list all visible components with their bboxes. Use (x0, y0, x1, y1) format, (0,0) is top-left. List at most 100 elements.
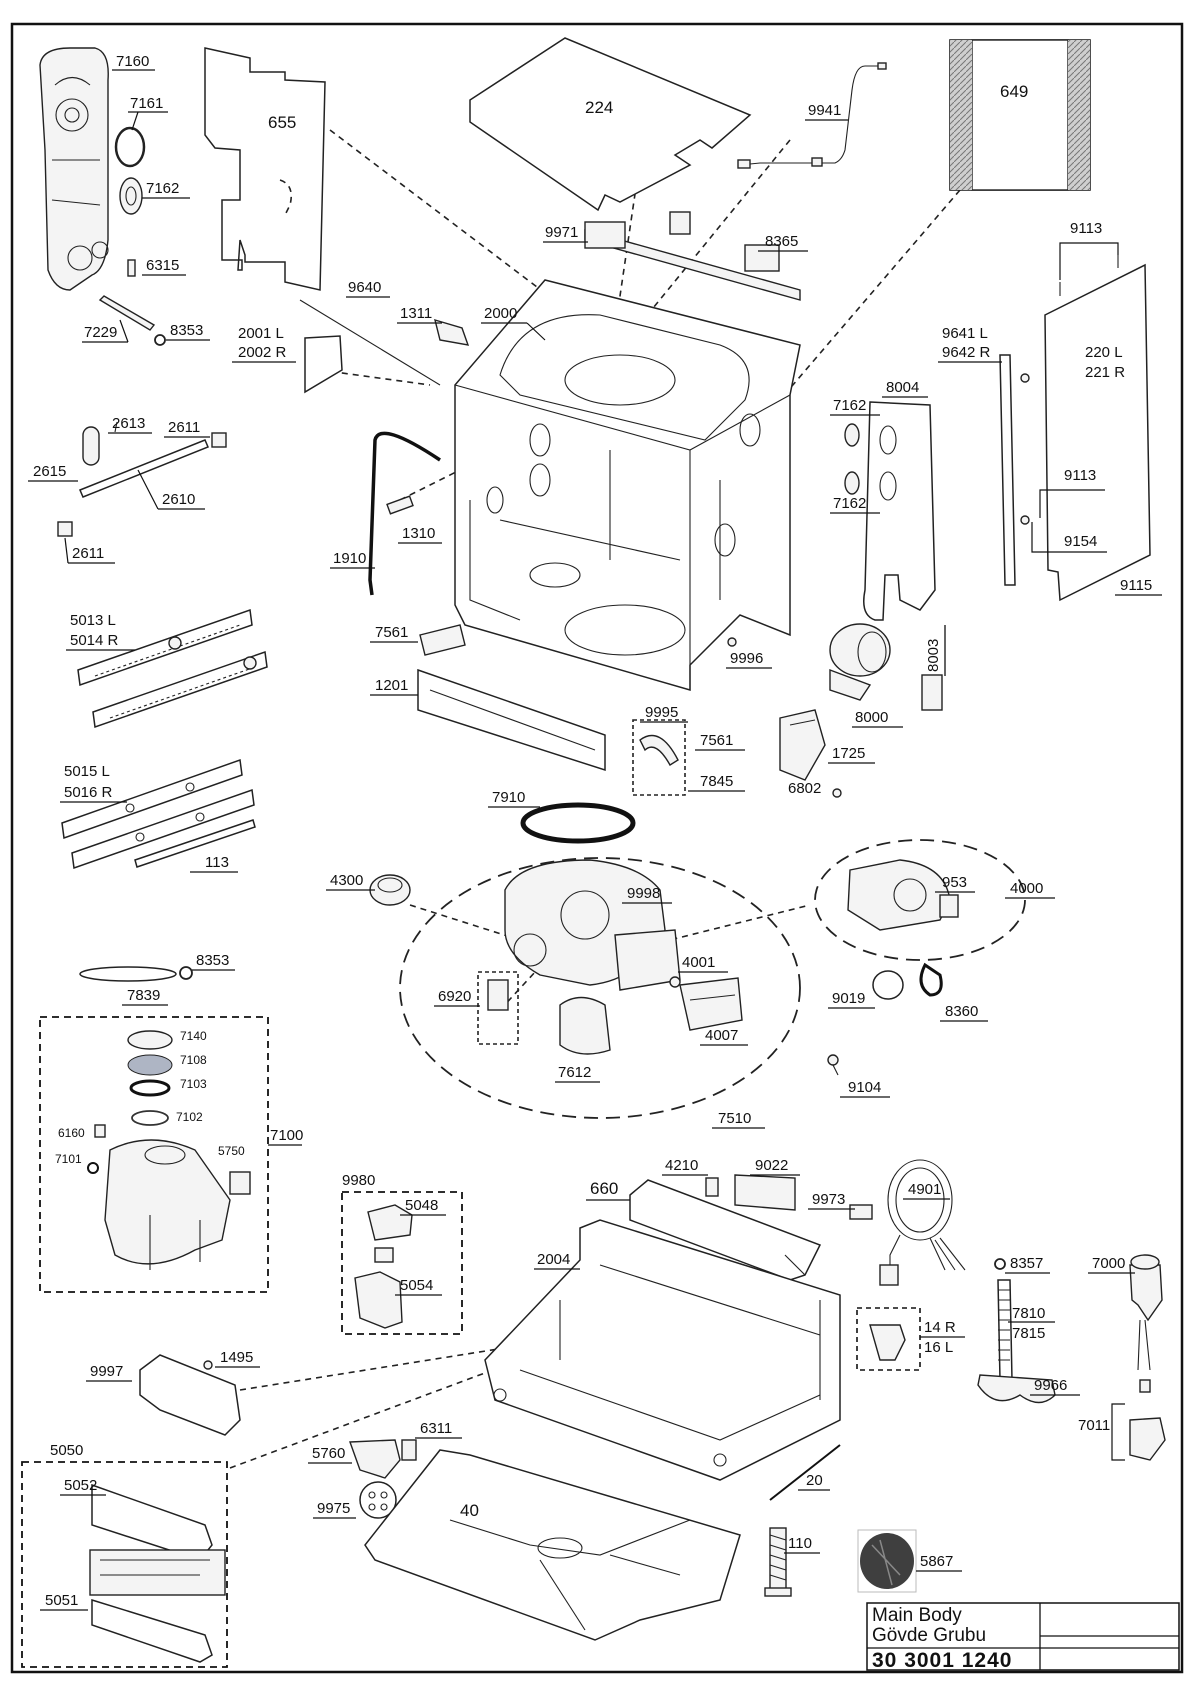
label-9980: 9980 (342, 1172, 375, 1189)
label-6160: 6160 (58, 1126, 85, 1140)
label-9115: 9115 (1120, 577, 1152, 594)
label-5050: 5050 (50, 1442, 83, 1459)
label-2001: 2001 L (238, 325, 284, 342)
label-9941: 9941 (808, 102, 841, 119)
part-9941-cable (737, 62, 887, 169)
label-9019: 9019 (832, 990, 865, 1007)
label-7000: 7000 (1092, 1255, 1125, 1272)
part-top-rail (584, 211, 801, 301)
label-953: 953 (942, 874, 967, 891)
part-7839-filter-hose (79, 966, 177, 982)
label-4210: 4210 (665, 1157, 698, 1174)
label-5867: 5867 (920, 1553, 953, 1570)
part-9113-screws (1020, 255, 1119, 525)
label-6315: 6315 (146, 257, 179, 274)
part-5867-photo (857, 1529, 917, 1593)
label-7229: 7229 (84, 324, 117, 341)
label-9996: 9996 (730, 650, 763, 667)
part-9996-screw (727, 637, 737, 647)
part-4901-power-cord (879, 1159, 966, 1286)
label-5013: 5013 L (70, 612, 116, 629)
label-4901: 4901 (908, 1181, 941, 1198)
label-5052: 5052 (64, 1477, 97, 1494)
label-4300: 4300 (330, 872, 363, 889)
label-7160: 7160 (116, 53, 149, 70)
label-8365: 8365 (765, 233, 798, 250)
label-7162-right-bottom: 7162 (833, 495, 866, 512)
part-220-side-panel (1044, 263, 1151, 602)
label-7108: 7108 (180, 1053, 207, 1067)
part-4000-pump-group (814, 839, 1026, 961)
label-655: 655 (268, 113, 296, 132)
part-7510-sump-group (399, 857, 801, 1119)
label-7845: 7845 (700, 773, 733, 790)
part-9019-seal (872, 970, 904, 1000)
label-9113-top: 9113 (1070, 220, 1102, 237)
part-9022-module (734, 1174, 796, 1211)
label-4007: 4007 (705, 1027, 738, 1044)
label-6802: 6802 (788, 780, 821, 797)
label-9998: 9998 (627, 885, 660, 902)
label-110: 110 (788, 1535, 812, 1552)
title-name-en: Main Body (872, 1605, 962, 1626)
label-20: 20 (806, 1472, 823, 1489)
label-7910: 7910 (492, 789, 525, 806)
label-8360: 8360 (945, 1003, 978, 1020)
label-2004: 2004 (537, 1251, 570, 1268)
part-7229-rod (98, 295, 156, 331)
label-5051: 5051 (45, 1592, 78, 1609)
label-224: 224 (585, 98, 613, 117)
part-2610-rail (57, 421, 227, 537)
part-6802-screw (832, 788, 842, 798)
part-20-rod (769, 1444, 841, 1501)
title-part-code: 30 3001 1240 (872, 1649, 1012, 1672)
part-9975-filter (359, 1481, 397, 1519)
label-7162-right-top: 7162 (833, 397, 866, 414)
label-1311: 1311 (400, 305, 432, 322)
label-5048: 5048 (405, 1197, 438, 1214)
label-7510: 7510 (718, 1110, 751, 1127)
part-8353-clamp-top (154, 334, 166, 346)
part-40-base-plate (364, 1449, 741, 1641)
label-649: 649 (1000, 82, 1028, 101)
label-9975: 9975 (317, 1500, 350, 1517)
label-2611-top: 2611 (168, 419, 200, 436)
label-5014: 5014 R (70, 632, 119, 649)
label-7561-right: 7561 (700, 732, 733, 749)
label-5016: 5016 R (64, 784, 113, 801)
part-8003-clip (921, 674, 943, 711)
part-9980-group (341, 1191, 463, 1335)
label-9104: 9104 (848, 1079, 881, 1096)
label-5015: 5015 L (64, 763, 110, 780)
part-1910-gasket (368, 431, 441, 596)
part-7011-valve (1129, 1417, 1166, 1461)
label-8353-top: 8353 (170, 322, 203, 339)
label-113: 113 (205, 854, 229, 871)
label-1495: 1495 (220, 1349, 253, 1366)
label-7103: 7103 (180, 1077, 207, 1091)
label-9642: 9642 R (942, 344, 991, 361)
part-2004-base-frame (484, 1219, 841, 1481)
label-660: 660 (590, 1179, 618, 1198)
label-4001: 4001 (682, 954, 715, 971)
part-7561-hinge-right (632, 719, 686, 796)
part-6311-clip (401, 1439, 417, 1461)
part-2001-bracket (304, 335, 343, 394)
part-1311-hinge (434, 318, 470, 346)
part-9640-seal-strip (299, 299, 441, 386)
label-9973: 9973 (812, 1191, 845, 1208)
part-8000-pump-motor (829, 623, 891, 701)
label-7561-left: 7561 (375, 624, 408, 641)
part-9997-bracket (139, 1354, 241, 1436)
part-4300-motor (369, 874, 411, 906)
label-9640: 9640 (348, 279, 381, 296)
label-1725: 1725 (832, 745, 865, 762)
part-1201-bottom-frame (417, 668, 606, 772)
part-7161-gasket-ring (114, 126, 146, 168)
label-7612: 7612 (558, 1064, 591, 1081)
part-660-duct (629, 1179, 822, 1281)
part-7162-seal (119, 177, 143, 215)
part-7910-ring-seal (520, 802, 636, 844)
label-7140: 7140 (180, 1029, 207, 1043)
